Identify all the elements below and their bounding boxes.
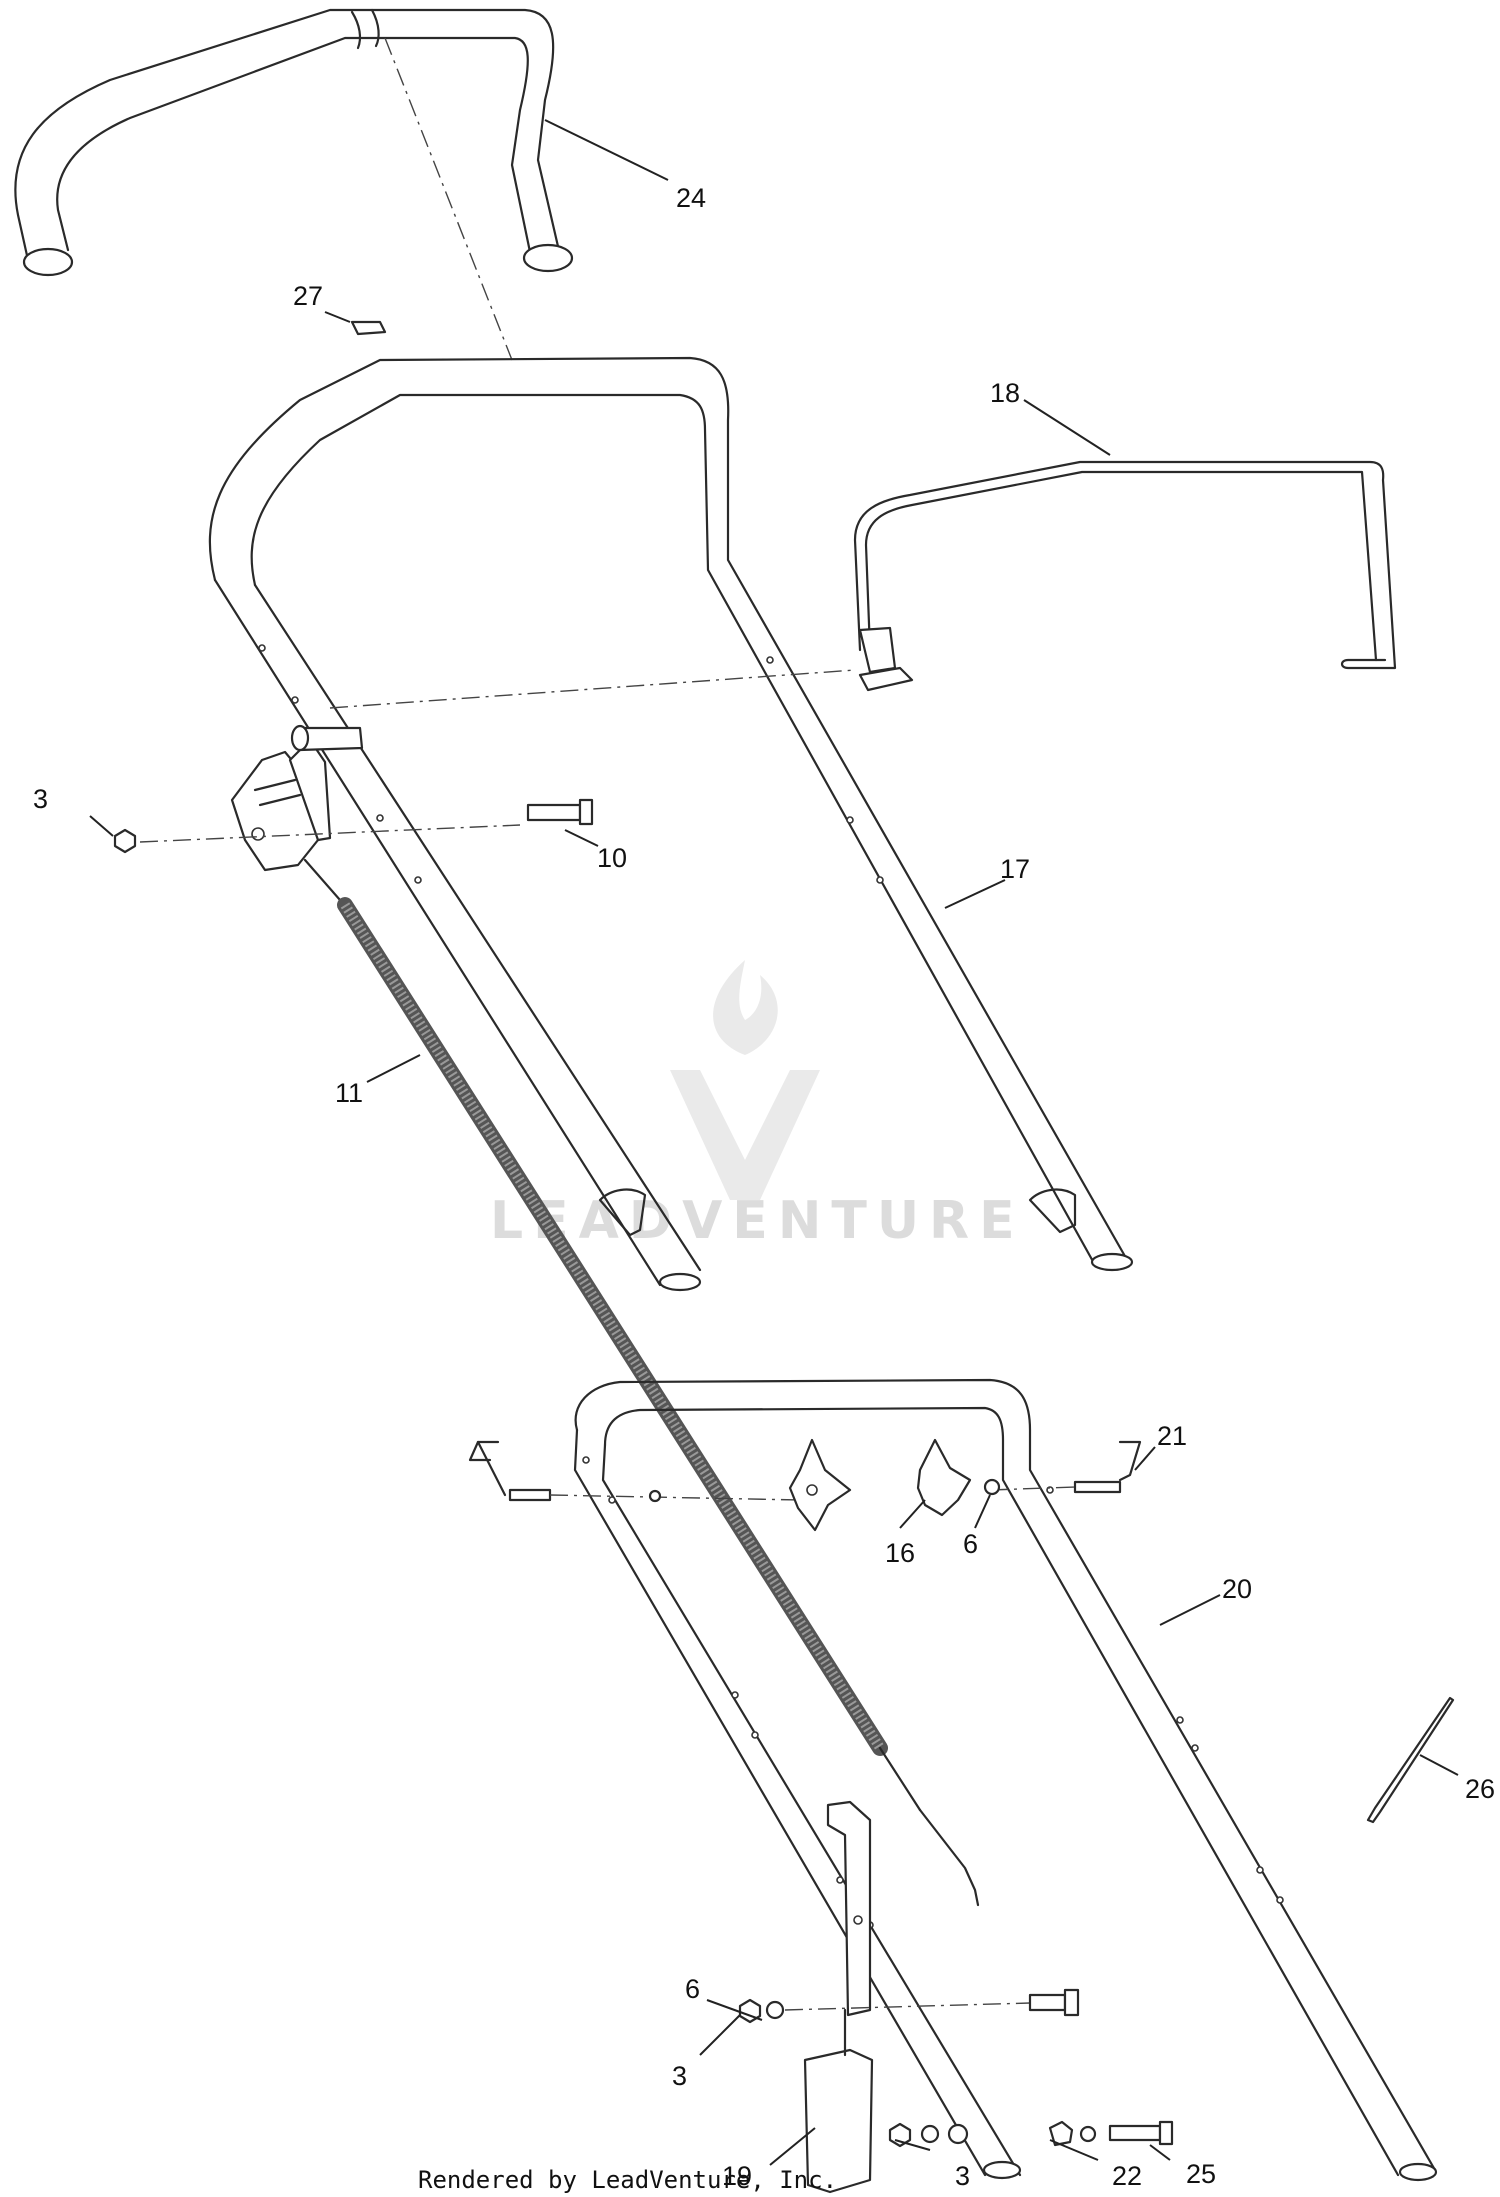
callout-3-top: 3	[33, 784, 48, 814]
part-6-washer-top	[983, 1478, 1001, 1496]
part-27-tab	[350, 320, 387, 336]
bottom-fasteners	[738, 1988, 1174, 2148]
part-10-bolt	[526, 798, 594, 826]
callout-24: 24	[676, 183, 706, 213]
leadventure-watermark-logo: LEADVENTURE	[490, 960, 1025, 1251]
part-19-bracket	[803, 1800, 874, 2194]
callout-11: 11	[335, 1078, 363, 1108]
part-24-upper-handle	[14, 8, 574, 277]
callout-21: 21	[1157, 1421, 1187, 1451]
callout-10: 10	[597, 843, 627, 873]
leader-lines	[89, 119, 1459, 2166]
callout-18: 18	[990, 378, 1020, 408]
callout-3-bottom: 3	[955, 2161, 970, 2191]
render-credit: Rendered by LeadVenture, Inc.	[418, 2166, 837, 2194]
callout-26: 26	[1465, 1774, 1495, 1804]
part-18-bail	[853, 460, 1397, 692]
callout-3-mid: 3	[672, 2061, 687, 2091]
callout-17: 17	[1000, 854, 1030, 884]
callout-20: 20	[1222, 1574, 1252, 1604]
watermark-text: LEADVENTURE	[490, 1191, 1025, 1251]
callout-6-bottom: 6	[685, 1974, 700, 2004]
callout-27: 27	[293, 281, 323, 311]
callout-16: 16	[885, 1538, 915, 1568]
throttle-control	[230, 724, 364, 902]
part-21-pins	[468, 1440, 1142, 1502]
callout-19: 19	[722, 2161, 752, 2191]
part-17-middle-handle	[208, 356, 1134, 1292]
part-11-cable	[337, 897, 980, 1907]
part-16-knobs	[788, 1438, 972, 1532]
part-26-tie-strap	[1366, 1696, 1455, 1824]
callout-labels: 24 27 18 3 10 17 11 21 16 6 20 26 6 3 19…	[33, 183, 1495, 2191]
callout-25: 25	[1186, 2159, 1216, 2189]
callout-6-top: 6	[963, 1529, 978, 1559]
callout-22: 22	[1112, 2161, 1142, 2191]
part-20-lower-handle	[573, 1378, 1438, 2182]
part-3-nut-top	[113, 828, 137, 854]
